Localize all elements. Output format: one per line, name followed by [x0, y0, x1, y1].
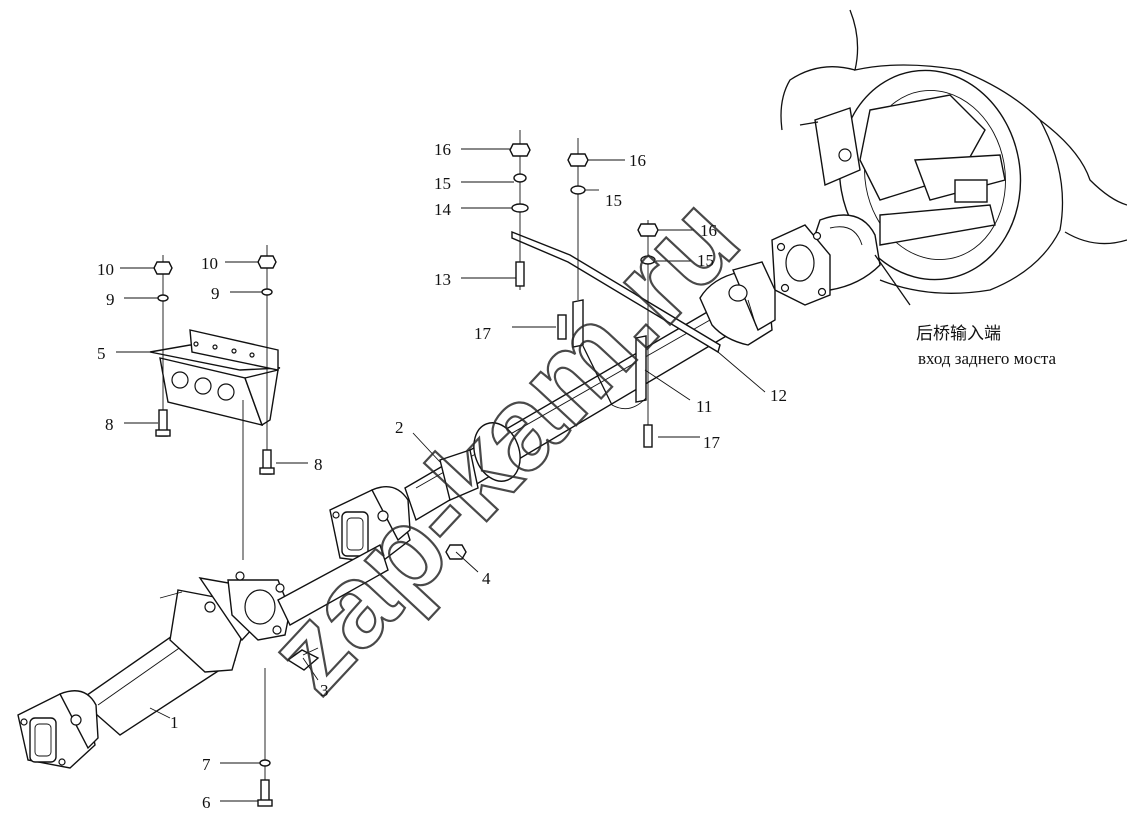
watermark: zap-kam.ru	[242, 172, 763, 718]
front-shaft-1	[78, 543, 389, 736]
intermediate-shaft-2	[404, 261, 776, 522]
rear-axle-housing	[780, 9, 1127, 306]
callout-8-left: 8	[105, 415, 114, 434]
callout-1: 1	[170, 713, 179, 732]
callout-12: 12	[770, 386, 787, 405]
fastener-stack-top-mid	[557, 138, 589, 340]
callout-16-left: 16	[434, 140, 451, 159]
caption-chinese: 后桥输入端	[916, 324, 1001, 343]
callout-17-left: 17	[474, 324, 492, 343]
support-bracket-5	[149, 329, 281, 427]
rear-axle-input-caption: 后桥输入端 вход заднего моста	[916, 324, 1057, 368]
callout-8-right: 8	[314, 455, 323, 474]
callout-7: 7	[202, 755, 211, 774]
rear-axle-input-flange	[771, 224, 831, 306]
callout-15-right: 15	[697, 251, 714, 270]
bolt-3	[286, 647, 320, 671]
shaft-2-front-yoke	[329, 486, 411, 564]
callout-9-right: 9	[211, 284, 220, 303]
callout-labels: 1 2 3 4 5 6 7 8 8 9 9 10 10 11 12 13 14 …	[97, 140, 787, 812]
callout-9-left: 9	[106, 290, 115, 309]
callout-5: 5	[97, 344, 106, 363]
fastener-stack-left	[153, 255, 173, 437]
callout-4: 4	[482, 569, 491, 588]
support-bracket-11	[572, 299, 647, 410]
callout-3: 3	[320, 681, 329, 700]
caption-russian: вход заднего моста	[918, 349, 1057, 368]
callout-6: 6	[202, 793, 211, 812]
callout-16-right: 16	[700, 221, 717, 240]
fastener-stack-bottom	[242, 400, 273, 807]
shaft-1-front-yoke	[17, 690, 99, 769]
leader-lines	[116, 148, 766, 802]
callout-2: 2	[395, 418, 404, 437]
callout-15-left: 15	[434, 174, 451, 193]
callout-10-left: 10	[97, 260, 114, 279]
fastener-stack-top-left	[509, 130, 531, 290]
callout-16-mid: 16	[629, 151, 646, 170]
callout-13: 13	[434, 270, 451, 289]
callout-14: 14	[434, 200, 452, 219]
callout-15-mid: 15	[605, 191, 622, 210]
callout-10-right: 10	[201, 254, 218, 273]
callout-17-right: 17	[703, 433, 721, 452]
fastener-stack-top-right	[637, 220, 659, 448]
callout-11: 11	[696, 397, 712, 416]
